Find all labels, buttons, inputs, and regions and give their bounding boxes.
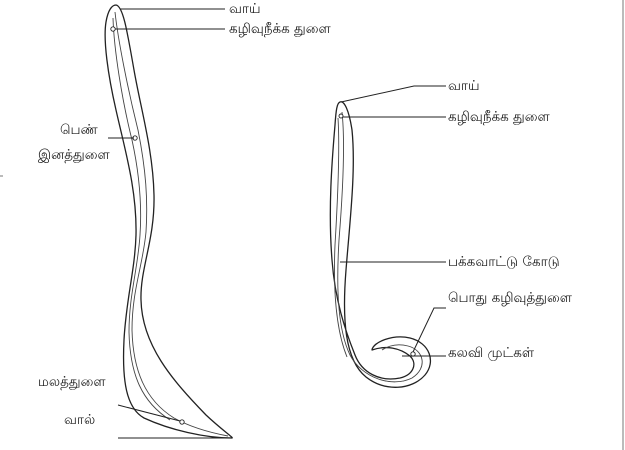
male-excretory-pore	[339, 114, 343, 118]
female-genital-pore-label-1: பெண்	[60, 122, 99, 138]
female-inner-line-2	[113, 18, 170, 420]
female-anus	[180, 420, 184, 424]
female-excretory-pore-label: கழிவுநீக்க துளை	[229, 21, 332, 37]
female-worm	[105, 5, 232, 438]
male-spicules-label: கலவி முட்கள்	[448, 345, 535, 361]
female-mouth-label: வாய்	[229, 1, 261, 17]
female-anus-leader	[118, 405, 180, 421]
male-excretory-pore-label: கழிவுநீக்க துளை	[448, 109, 551, 125]
male-worm	[330, 86, 446, 387]
female-tail-label: வால்	[64, 412, 95, 428]
male-worm-body	[330, 102, 430, 388]
female-excretory-pore	[111, 27, 115, 31]
female-anus-label: மலத்துளை	[38, 374, 106, 390]
male-mouth-leader	[341, 86, 446, 102]
female-genital-pore-label-2: இனத்துளை	[38, 147, 110, 163]
female-inner-line	[115, 12, 228, 436]
male-mouth-label: வாய்	[448, 78, 480, 94]
male-lateral-line-label: பக்கவாட்டு கோடு	[448, 254, 560, 270]
male-cloaca-label: பொது கழிவுத்துளை	[448, 290, 573, 306]
male-cloaca-leader	[413, 308, 446, 352]
